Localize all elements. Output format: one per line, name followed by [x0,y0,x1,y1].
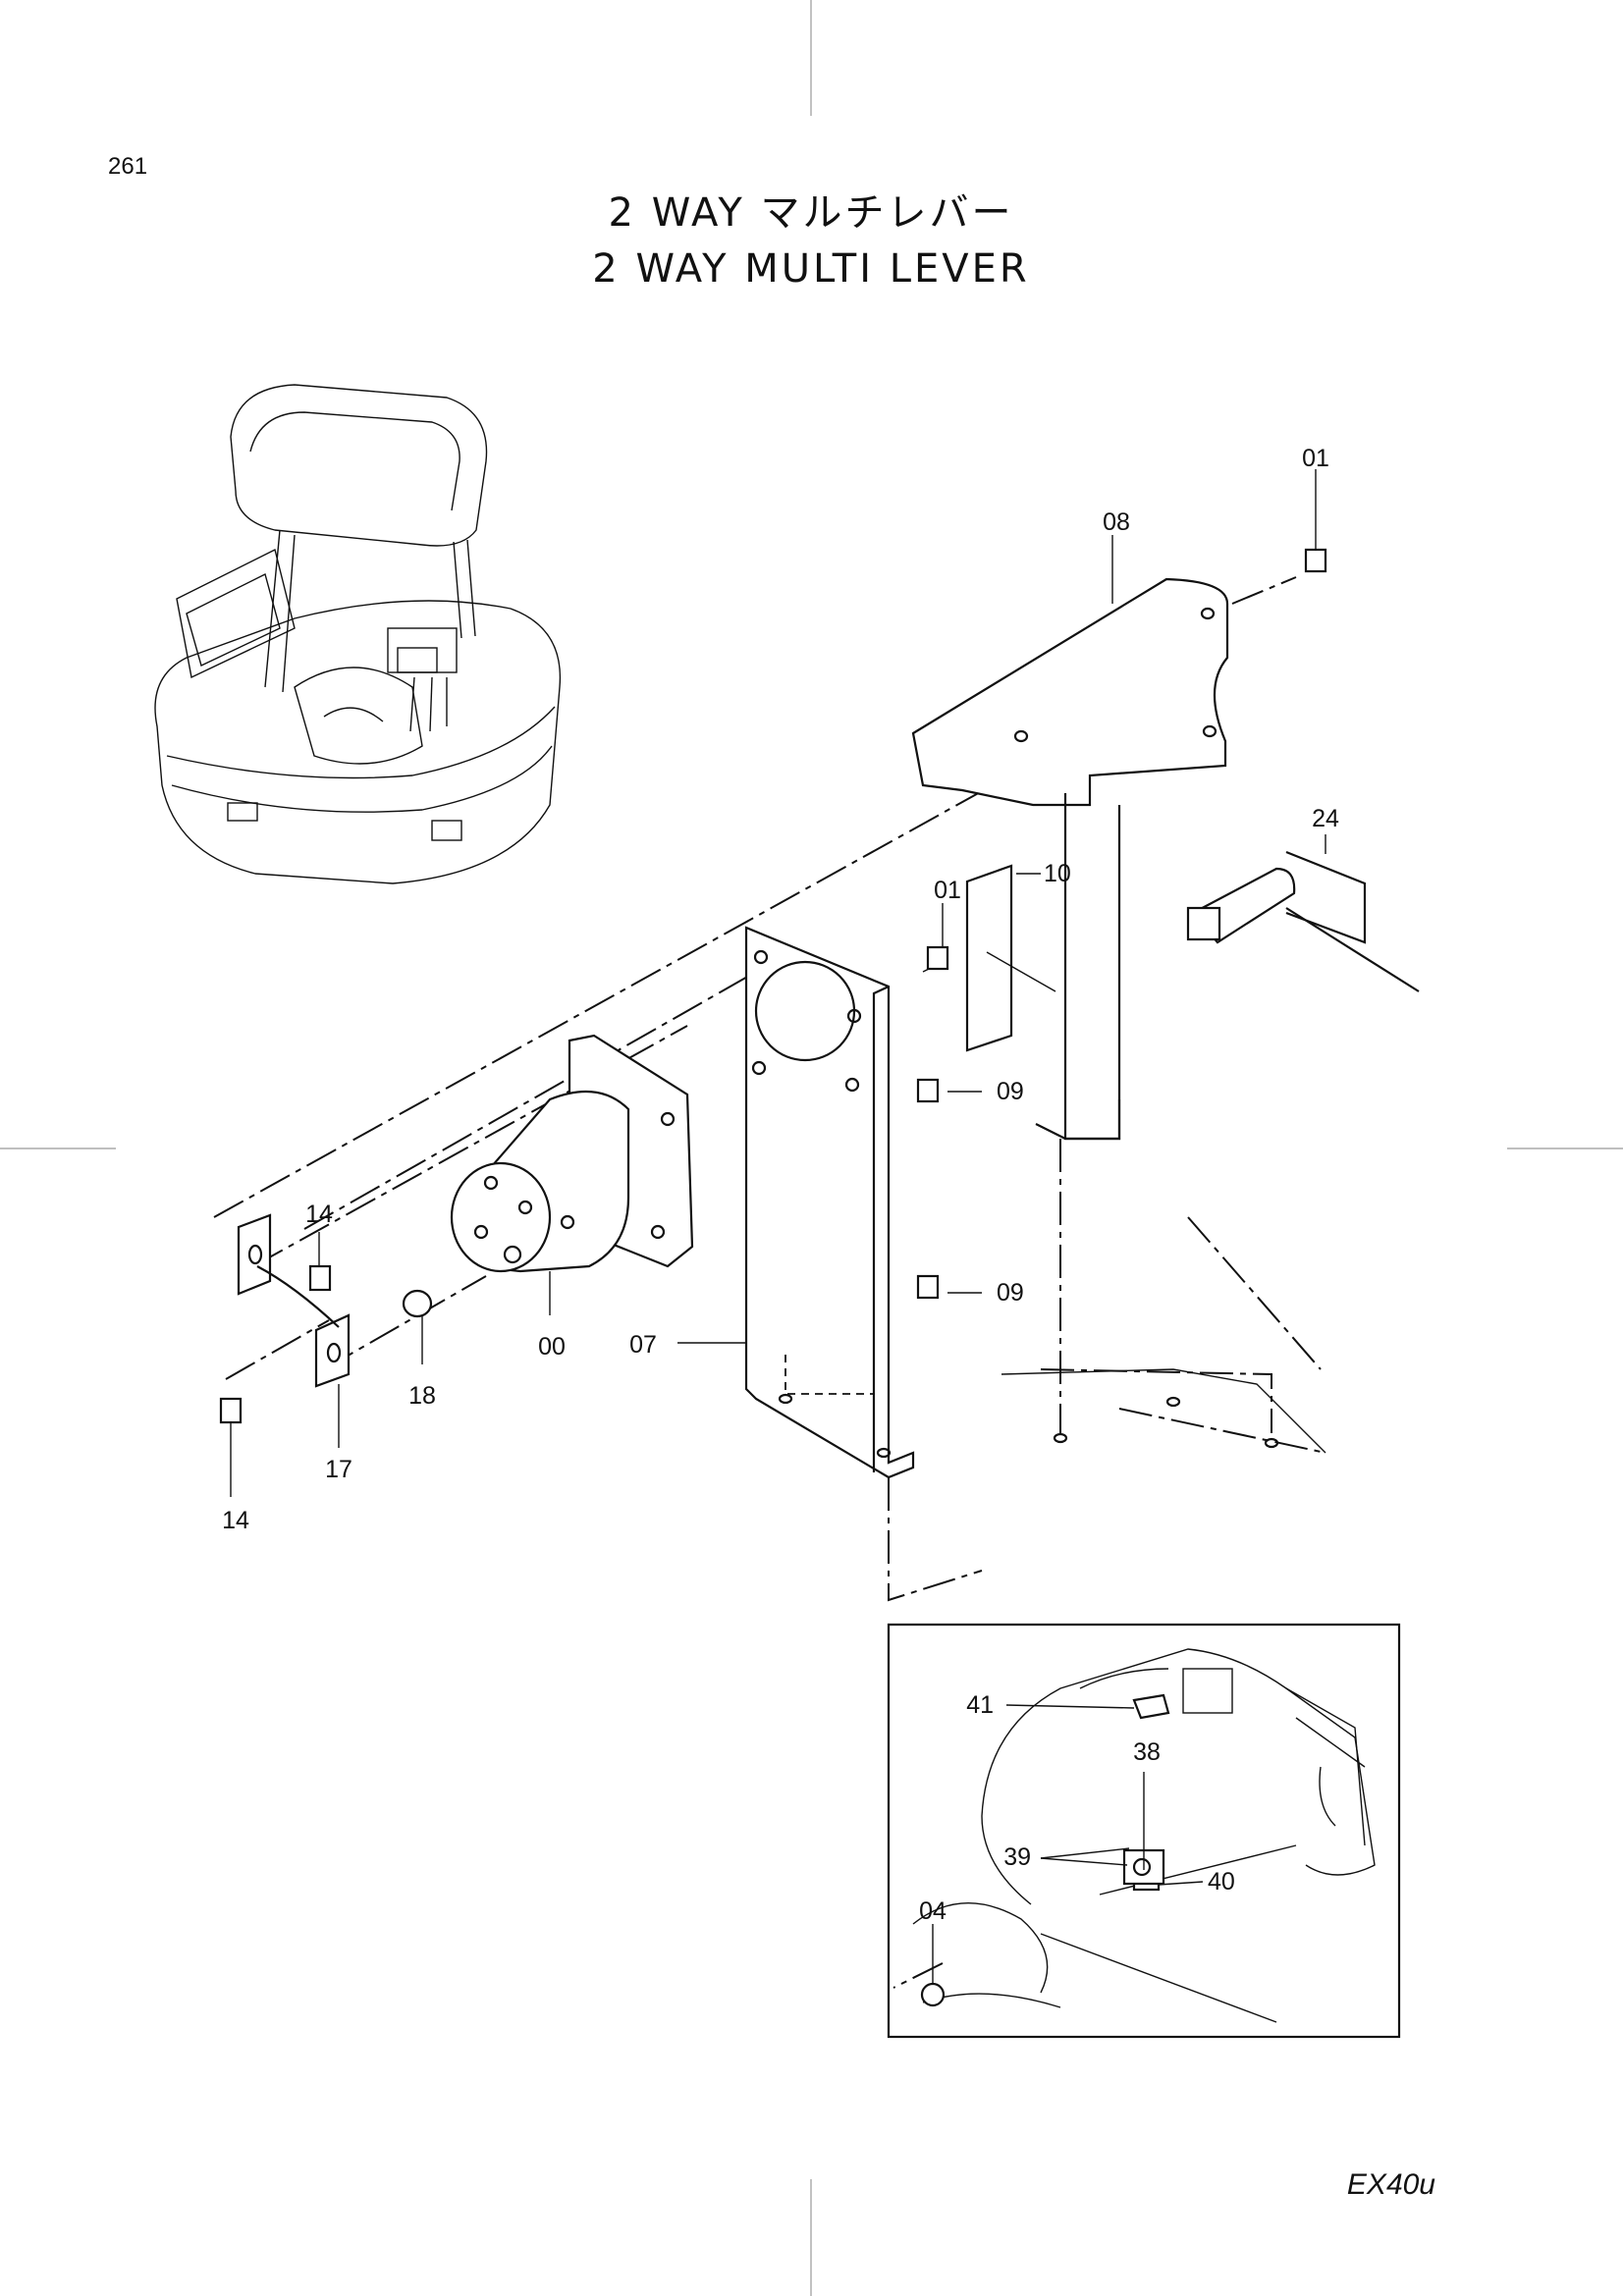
part-24-switch [1186,850,1420,992]
callout-01-mid: 01 [934,877,961,904]
callout-08: 08 [1103,508,1130,536]
part-07-bracket [744,926,915,1479]
callout-39: 39 [1003,1843,1031,1871]
callout-40: 40 [1208,1868,1235,1896]
callout-09-upper: 09 [997,1078,1024,1105]
part-08-bracket [911,577,1229,1141]
floor-outline [1001,1368,1326,1454]
callout-04: 04 [919,1897,947,1925]
part-00-motor [450,1034,694,1273]
excavator-overview [154,384,562,884]
callout-41: 41 [966,1691,994,1719]
callout-18: 18 [408,1382,436,1410]
callout-24: 24 [1312,805,1339,832]
callout-17: 17 [325,1456,352,1483]
callout-38: 38 [1133,1738,1161,1766]
title-japanese: 2 WAY マルチレバー [609,190,1014,236]
model-label: EX40u [1347,2168,1435,2201]
callout-labels: 01 08 24 01 10 09 09 14 14 17 18 00 07 4… [222,445,1339,1925]
part-10-plate [965,864,1056,1052]
page-number: 261 [108,153,147,180]
callout-14-upper: 14 [305,1201,333,1228]
leader-lines [230,469,1326,1497]
callout-10: 10 [1044,860,1071,887]
callout-00: 00 [538,1333,566,1361]
part-17-link [219,548,1327,1424]
title-english: 2 WAY MULTI LEVER [592,246,1029,292]
callout-14-lower: 14 [222,1507,249,1534]
callout-01-top: 01 [1302,445,1329,472]
inset-detail [887,1623,1401,2039]
callout-07: 07 [629,1331,657,1359]
callout-09-lower: 09 [997,1279,1024,1307]
